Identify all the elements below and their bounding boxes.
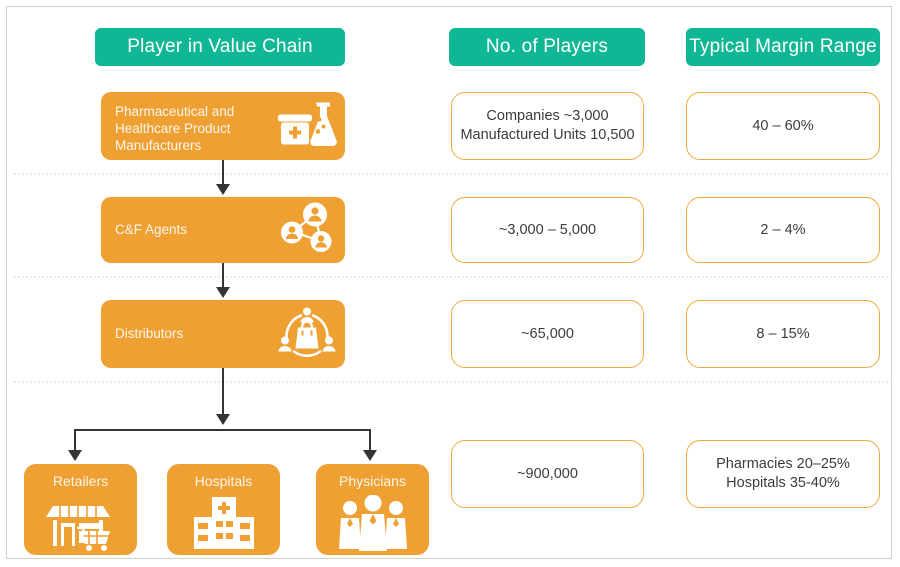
count-value-cf-agents: ~3,000 – 5,000 <box>451 197 644 263</box>
row-separator <box>14 381 892 383</box>
row-separator <box>14 276 892 278</box>
margin-value-manufacturers: 40 – 60% <box>686 92 880 160</box>
count-value-manufacturers: Companies ~3,000 Manufactured Units 10,5… <box>451 92 644 160</box>
margin-value-cf-agents: 2 – 4% <box>686 197 880 263</box>
column-header-no-of-players: No. of Players <box>449 28 645 66</box>
storefront-cart-icon <box>44 495 118 556</box>
medicine-box-flask-icon <box>275 98 337 155</box>
column-header-player: Player in Value Chain <box>95 28 345 66</box>
people-network-icon <box>275 202 337 259</box>
column-header-typical-margin-range: Typical Margin Range <box>686 28 880 66</box>
count-value-distributors: ~65,000 <box>451 300 644 368</box>
distribution-bag-network-icon <box>275 305 337 364</box>
row-separator <box>14 173 892 175</box>
channel-label: Hospitals <box>194 473 253 489</box>
hospital-building-icon <box>191 495 257 556</box>
stage-manufacturers[interactable]: Pharmaceutical and Healthcare Product Ma… <box>101 92 345 160</box>
channel-retailers[interactable]: Retailers <box>24 464 137 555</box>
channel-label: Retailers <box>52 473 109 489</box>
channel-hospitals[interactable]: Hospitals <box>167 464 280 555</box>
stage-label: Pharmaceutical and Healthcare Product Ma… <box>115 104 235 153</box>
stage-label: C&F Agents <box>115 222 188 237</box>
margin-value-channels: Pharmacies 20–25% Hospitals 35-40% <box>686 440 880 508</box>
margin-value-distributors: 8 – 15% <box>686 300 880 368</box>
stage-distributors[interactable]: Distributors <box>101 300 345 368</box>
stage-cf-agents[interactable]: C&F Agents <box>101 197 345 263</box>
diagram-canvas: Player in Value Chain No. of Players Typ… <box>6 6 892 559</box>
stage-label: Distributors <box>115 326 184 341</box>
physicians-group-icon <box>335 494 411 556</box>
count-value-channels: ~900,000 <box>451 440 644 508</box>
channel-label: Physicians <box>339 473 406 489</box>
channel-physicians[interactable]: Physicians <box>316 464 429 555</box>
